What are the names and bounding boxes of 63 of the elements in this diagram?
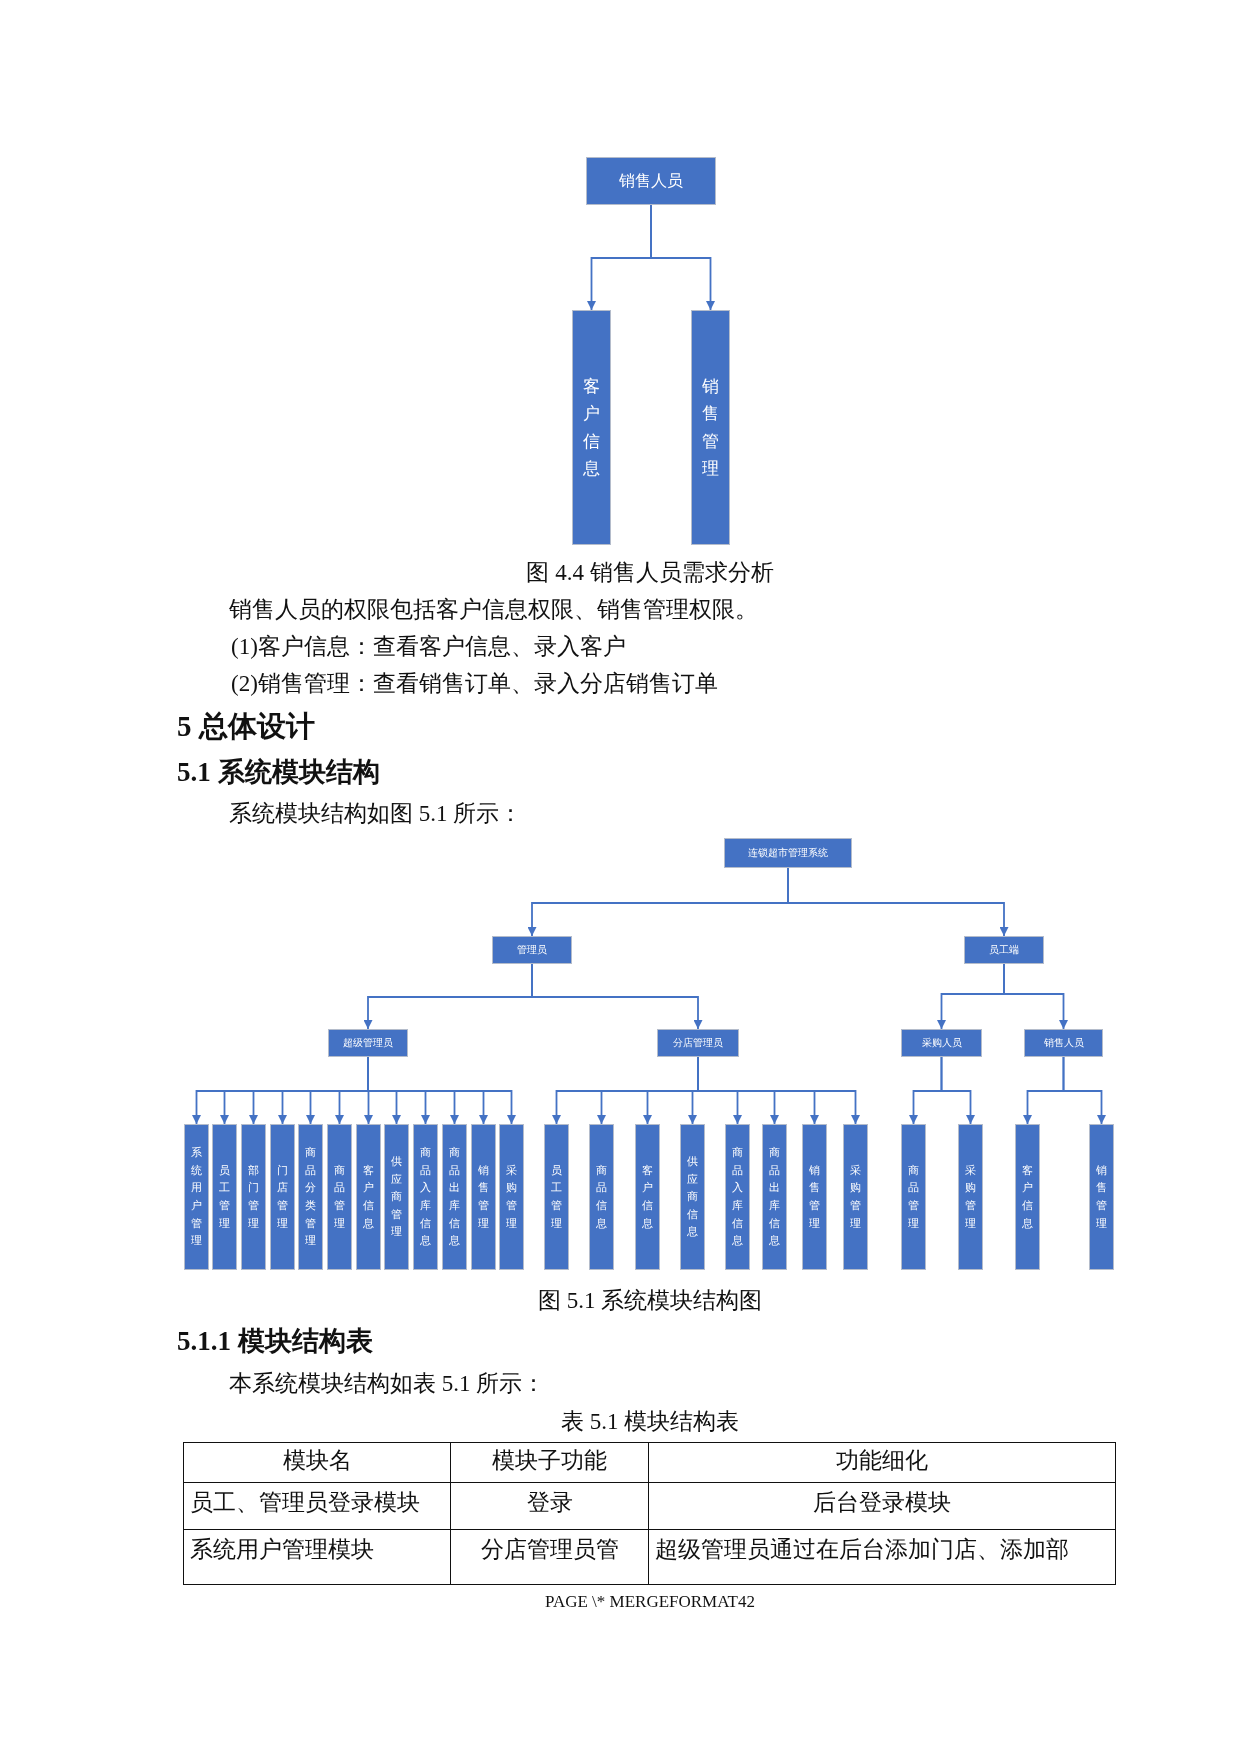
module-bar: 销售管理 xyxy=(802,1124,827,1270)
module-bar: 客户信息 xyxy=(1015,1124,1040,1270)
module-bar: 门店管理 xyxy=(270,1124,295,1270)
arrow xyxy=(697,1056,860,1125)
list-item: (2)销售管理：查看销售订单、录入分店销售订单 xyxy=(231,670,718,698)
module-bar: 商品管理 xyxy=(327,1124,352,1270)
module-bar: 销售管理 xyxy=(691,310,730,545)
module-bar: 采购管理 xyxy=(843,1124,868,1270)
section-heading: 5.1.1 模块结构表 xyxy=(177,1325,373,1358)
table-cell: 员工、管理员登录模块 xyxy=(183,1482,451,1530)
paragraph: 销售人员的权限包括客户信息权限、销售管理权限。 xyxy=(229,596,758,624)
module-bar: 系统用户管理 xyxy=(184,1124,209,1270)
module-bar: 供应商信息 xyxy=(680,1124,705,1270)
arrow xyxy=(531,963,703,1030)
module-bar: 客户信息 xyxy=(572,310,611,545)
module-bar: 商品出库信息 xyxy=(442,1124,467,1270)
list-item: (1)客户信息：查看客户信息、录入客户 xyxy=(231,633,626,661)
section-heading: 5 总体设计 xyxy=(177,709,315,744)
arrow xyxy=(787,867,1009,937)
module-bar: 员工管理 xyxy=(544,1124,569,1270)
module-bar: 采购管理 xyxy=(499,1124,524,1270)
figure-caption: 图 5.1 系统模块结构图 xyxy=(537,1287,763,1315)
module-bar: 客户信息 xyxy=(356,1124,381,1270)
module-box: 销售人员 xyxy=(1024,1029,1103,1057)
module-box: 连锁超市管理系统 xyxy=(724,838,852,868)
table-cell: 模块子功能 xyxy=(450,1442,649,1483)
module-bar: 商品管理 xyxy=(901,1124,926,1270)
module-bar: 销售管理 xyxy=(1089,1124,1114,1270)
module-box: 管理员 xyxy=(492,936,572,964)
module-bar: 员工管理 xyxy=(212,1124,237,1270)
module-bar: 商品入库信息 xyxy=(725,1124,750,1270)
table-cell: 登录 xyxy=(450,1482,649,1530)
module-box: 员工端 xyxy=(964,936,1044,964)
module-bar: 商品出库信息 xyxy=(762,1124,787,1270)
paragraph: 系统模块结构如图 5.1 所示： xyxy=(229,800,523,828)
table-cell: 功能细化 xyxy=(648,1442,1116,1483)
table-cell: 系统用户管理模块 xyxy=(183,1529,451,1585)
module-bar: 销售管理 xyxy=(471,1124,496,1270)
module-bar: 客户信息 xyxy=(635,1124,660,1270)
module-bar: 供应商管理 xyxy=(384,1124,409,1270)
table-cell: 模块名 xyxy=(183,1442,451,1483)
module-bar: 商品信息 xyxy=(589,1124,614,1270)
arrow xyxy=(1062,1056,1106,1125)
arrow xyxy=(367,1056,516,1125)
module-box: 分店管理员 xyxy=(657,1029,739,1057)
arrow xyxy=(650,204,715,311)
module-box: 采购人员 xyxy=(901,1029,982,1057)
module-bar: 商品分类管理 xyxy=(298,1124,323,1270)
module-box: 超级管理员 xyxy=(328,1029,408,1057)
section-heading: 5.1 系统模块结构 xyxy=(177,756,380,789)
module-box: 销售人员 xyxy=(586,157,716,205)
arrow xyxy=(940,1056,975,1125)
table-caption: 表 5.1 模块结构表 xyxy=(560,1408,740,1436)
table-cell: 分店管理员管 xyxy=(450,1529,649,1585)
paragraph: 本系统模块结构如表 5.1 所示： xyxy=(229,1370,546,1398)
module-bar: 商品入库信息 xyxy=(413,1124,438,1270)
table-cell: 超级管理员通过在后台添加门店、添加部 xyxy=(648,1529,1116,1585)
arrow xyxy=(1003,963,1068,1030)
module-bar: 部门管理 xyxy=(241,1124,266,1270)
page-footer: PAGE \* MERGEFORMAT42 xyxy=(545,1592,755,1612)
table-cell: 后台登录模块 xyxy=(648,1482,1116,1530)
figure-caption: 图 4.4 销售人员需求分析 xyxy=(526,559,774,587)
module-bar: 采购管理 xyxy=(958,1124,983,1270)
